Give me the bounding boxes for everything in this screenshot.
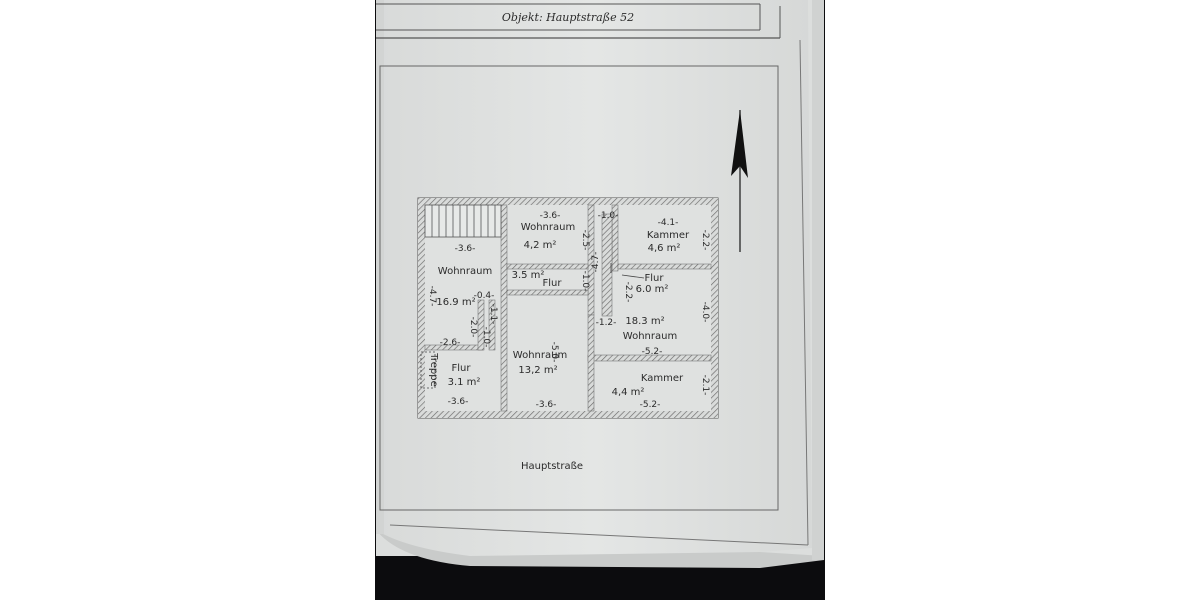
- dim-bottom-center-width: -3.6-: [536, 400, 557, 410]
- dim-left-depth: -4.7-: [427, 286, 437, 307]
- room-name-wohnraum-e: Wohnraum: [623, 331, 677, 342]
- dim-center-depth: -5.0-: [549, 342, 559, 363]
- room-name-kammer-ne: Kammer: [647, 230, 690, 241]
- dim-flur-e-depth: -2.2-: [623, 282, 633, 303]
- room-labels: Wohnraum 16.9 m² Wohnraum 4,2 m² 3.5 m² …: [436, 222, 690, 398]
- building-outline: [417, 197, 719, 419]
- north-arrow-icon: [731, 110, 748, 252]
- page-curl: [376, 530, 824, 568]
- dim-wohnraum-n-depth: -2.5-: [580, 230, 590, 251]
- dim-niche-depth: -1.1-: [488, 304, 498, 325]
- stair-box: [420, 351, 436, 389]
- dim-niche-height: -2.0-: [468, 317, 478, 338]
- room-name-wohnraum-nw: Wohnraum: [438, 266, 492, 277]
- dim-wohnraum-e-depth: -4.0-: [700, 302, 710, 323]
- room-area-flur-e: 6.0 m²: [636, 284, 669, 295]
- room-name-flur-small: Flur: [543, 278, 563, 289]
- drawing-frame: [379, 65, 779, 511]
- flur-leader-line: [621, 274, 645, 279]
- stairs-label: Treppe: [428, 352, 439, 387]
- room-name-kammer-se: Kammer: [641, 373, 684, 384]
- room-name-wohnraum-c: Wohnraum: [513, 350, 567, 361]
- room-area-flur-small: 3.5 m²: [512, 270, 545, 281]
- dim-wall-thickness: -0.4-: [474, 291, 495, 301]
- interior-walls: [424, 204, 712, 412]
- dim-kammer-width: -4.1-: [658, 218, 679, 228]
- room-name-flur-e: Flur: [645, 273, 665, 284]
- dimension-labels: -3.6- -3.6- -1.0- -4.1- -2.2- -2.5- -4.7…: [427, 211, 710, 410]
- object-title: Objekt: Hauptstraße 52: [502, 11, 634, 24]
- paper-edge-right: [812, 0, 824, 560]
- room-name-flur-sw: Flur: [452, 363, 472, 374]
- dim-top-left-width: -3.6-: [455, 244, 476, 254]
- dim-niche-bottom: -1.0-: [481, 327, 491, 348]
- room-area-flur-sw: 3.1 m²: [448, 377, 481, 388]
- dim-flur-small-depth: -1.0-: [580, 271, 590, 292]
- dim-kammer-se-depth: -2.1-: [700, 375, 710, 396]
- stair-steps: [424, 204, 502, 238]
- dim-wohnraum-e-width: -5.2-: [642, 347, 663, 357]
- frame-outer-bottom: [389, 524, 809, 546]
- room-area-kammer-ne: 4,6 m²: [648, 243, 681, 254]
- dim-kammer-depth: -2.2-: [700, 230, 710, 251]
- frame-outer-right: [799, 39, 809, 546]
- dim-bottom-right-width: -5.2-: [640, 400, 661, 410]
- room-area-wohnraum-e: 18.3 m²: [625, 316, 664, 327]
- street-label: Hauptstraße: [521, 461, 583, 472]
- room-area-wohnraum-nw: 16.9 m²: [436, 297, 475, 308]
- room-name-wohnraum-n: Wohnraum: [521, 222, 575, 233]
- dim-top-corridor-width: -1.0-: [598, 211, 619, 221]
- dim-top-wohnraum-width: -3.6-: [540, 211, 561, 221]
- dim-corridor-end: -1.2-: [596, 318, 617, 328]
- room-area-wohnraum-c: 13,2 m²: [518, 365, 557, 376]
- dim-corridor-depth: -4.7-: [591, 252, 601, 273]
- dim-bottom-left-width: -3.6-: [448, 397, 469, 407]
- room-area-wohnraum-n: 4,2 m²: [524, 240, 557, 251]
- room-area-kammer-se: 4,4 m²: [612, 387, 645, 398]
- dim-left-lower-width: -2.6-: [440, 338, 461, 348]
